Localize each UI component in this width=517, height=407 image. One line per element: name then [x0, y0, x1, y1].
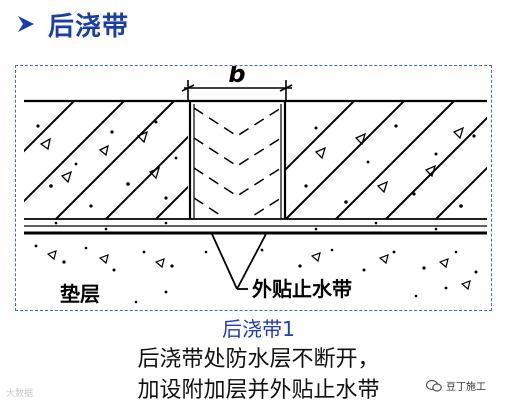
slide-title: 后浇带 [16, 4, 129, 44]
right-slab-hatch [285, 101, 487, 219]
waterproof-layer-aggregate [54, 221, 438, 231]
dimension-arrow-left [181, 84, 195, 92]
watermark-right: 豆丁施工 [426, 378, 486, 393]
cushion-label: 垫层 [60, 282, 100, 306]
dimension-b: b [181, 66, 293, 101]
watermark-right-text: 豆丁施工 [446, 382, 486, 393]
width-label: b [228, 66, 245, 88]
cushion-aggregate [34, 244, 478, 304]
waterstop-label: 外贴止水带 [252, 277, 352, 301]
caption-line-1: 后浇带处防水层不断开， [137, 347, 380, 372]
post-pour-strip-diagram: b [24, 66, 487, 306]
arrow-bullet-icon [18, 16, 34, 32]
waterstop-leader [211, 233, 267, 290]
dimension-arrow-right [279, 84, 293, 92]
strip-dashed-hatch [193, 107, 282, 217]
slab-aggregate [36, 120, 476, 208]
chat-bubble-icon [426, 379, 442, 392]
left-slab-hatch [24, 101, 188, 219]
title-text: 后浇带 [48, 11, 130, 42]
watermark-left: 大数据 [6, 389, 34, 399]
slab-aggregate-triangles [39, 126, 465, 194]
caption-title: 后浇带1 [222, 317, 295, 341]
figure-frame: b [15, 65, 492, 311]
caption-line-2: 加设附加层并外贴止水带 [137, 378, 380, 403]
